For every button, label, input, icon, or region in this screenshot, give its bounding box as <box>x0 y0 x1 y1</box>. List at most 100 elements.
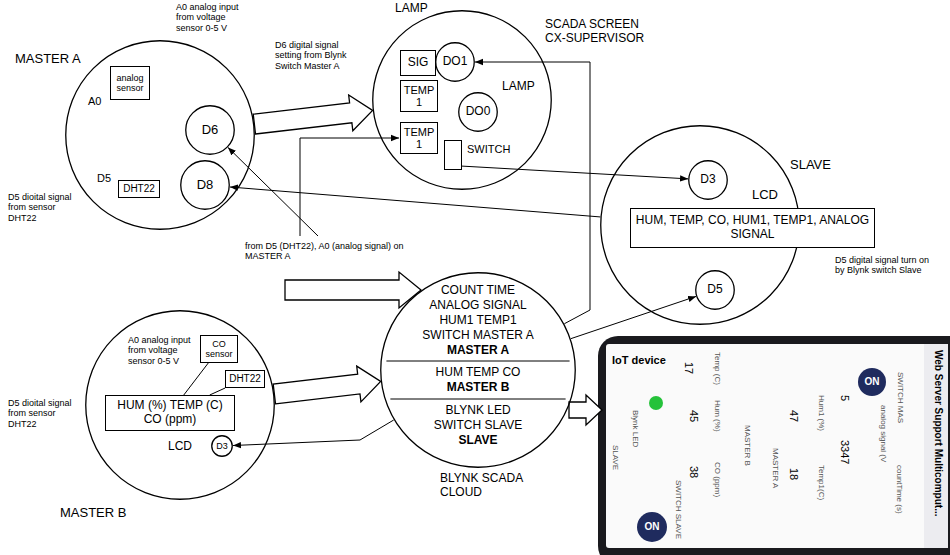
node-label: HUM1 TEMP1 <box>439 314 516 328</box>
screen-label: MASTER B <box>743 425 752 466</box>
screen-label: SLAVE <box>611 445 620 470</box>
phone-body <box>598 336 950 555</box>
signal-line <box>230 187 600 217</box>
signal-line <box>210 388 225 395</box>
annotation-text: IoT device <box>612 354 666 367</box>
node-label: SLAVE <box>790 158 831 173</box>
leader-lines <box>228 138 399 236</box>
annotation-text: A0 analog input from voltage sensor 0-5 … <box>176 2 248 33</box>
node-label: D3 <box>211 441 233 451</box>
signal-line <box>184 363 209 395</box>
annotation-text: D5 digital signal turn on by Blynk switc… <box>835 255 940 276</box>
text-group: TEMP 1 <box>403 126 435 151</box>
annotation-text: ON <box>865 376 880 388</box>
switch-button <box>637 512 667 542</box>
node-label: MASTER B <box>60 506 126 521</box>
node-label: LCD <box>752 188 778 203</box>
text-group: CO sensor <box>203 339 235 360</box>
node-label: D8 <box>180 178 230 193</box>
screen-label: countTime (s) <box>895 465 904 514</box>
text-group: DHT22 <box>228 373 262 385</box>
annotation-text: A0 analog input from voltage sensor 0-5 … <box>128 335 196 366</box>
screen-label: Temp1(C) <box>817 465 826 500</box>
circle-outline <box>181 161 230 210</box>
phone-illustration <box>598 336 950 555</box>
screen-label: Web Server Support Multicomput... <box>933 350 945 517</box>
device-circle: SCADA SCREEN CX-SUPERVISORSIGDO1TEMP 1DO… <box>372 10 552 190</box>
pin-circle: DO0 <box>458 92 498 132</box>
display-box: SIG <box>400 50 436 76</box>
text-group: HUM, TEMP, CO, HUM1, TEMP1, ANALOG SIGNA… <box>633 214 872 242</box>
node-label: TEMP 1 <box>403 84 435 109</box>
pin-circle: D3 <box>211 435 233 457</box>
circle-outline <box>212 436 233 457</box>
screen-label: Blynk LED <box>631 410 640 447</box>
block-arrow <box>569 395 602 425</box>
node-label: DO1 <box>435 55 475 69</box>
phone-screen <box>606 344 948 548</box>
text-group: D8 <box>180 178 230 193</box>
leader-line <box>228 148 318 237</box>
annotation-text: D5 dioital signal from sensor DHT22 <box>8 192 80 223</box>
node-label: SLAVE <box>458 434 497 448</box>
screen-label: 17 <box>682 362 695 374</box>
node-label: ANALOG SIGNAL <box>429 299 526 313</box>
switch-button <box>858 368 886 396</box>
screen-label: SWITCH MAS <box>896 372 905 423</box>
section-divider <box>386 361 569 362</box>
node-label: DHT22 <box>228 373 262 385</box>
sensor-box: DHT22 <box>118 180 160 198</box>
text-group: TEMP 1 <box>403 84 435 109</box>
switch-box: SWITCH <box>444 140 462 170</box>
node-label: D5 <box>695 283 735 297</box>
device-circle: SLAVED3HUM, TEMP, CO, HUM1, TEMP1, ANALO… <box>600 125 800 325</box>
node-label: HUM (%) TEMP (C) CO (ppm) <box>108 399 232 427</box>
circle-outline <box>436 43 475 82</box>
node-label: CO sensor <box>203 339 235 360</box>
section-divider <box>390 399 565 400</box>
text-group: DO1 <box>435 55 475 69</box>
node-label: HUM, TEMP, CO, HUM1, TEMP1, ANALOG SIGNA… <box>633 214 872 242</box>
screen-label: 38 <box>687 466 700 478</box>
pin-circle: D5 <box>695 270 735 310</box>
leader-line <box>300 138 399 236</box>
text-group: D3 <box>211 441 233 451</box>
block-arrow <box>273 366 380 404</box>
circle-outline <box>696 271 735 310</box>
node-label: DHT22 <box>121 183 157 195</box>
circle-outline <box>381 273 576 468</box>
node-label: TEMP 1 <box>403 126 435 151</box>
annotation-text: D5 <box>97 172 111 185</box>
device-circle: MASTER Aanalog sensorD6D8DHT22 <box>65 40 255 230</box>
node-label: BLYNK SCADA CLOUD <box>440 472 535 500</box>
node-label: D3 <box>688 173 728 187</box>
node-label: DO0 <box>458 105 498 119</box>
pin-circle: D6 <box>185 105 235 155</box>
node-label: HUM TEMP CO <box>436 366 521 380</box>
circle-shape <box>372 10 552 190</box>
screen-label: 3347 <box>838 440 851 464</box>
node-label: COUNT TIME <box>441 284 515 298</box>
node-label: D6 <box>185 123 235 138</box>
annotation-text: LCD <box>168 440 192 454</box>
circle-outline <box>186 106 235 155</box>
screen-label: Temp (C) <box>713 352 722 385</box>
text-group: D6 <box>185 123 235 138</box>
sensor-box: DHT22 <box>225 370 265 388</box>
lcd-box: HUM, TEMP, CO, HUM1, TEMP1, ANALOG SIGNA… <box>630 208 875 248</box>
text-group: analog sensor <box>113 73 147 94</box>
signal-line <box>462 166 688 179</box>
block-arrow <box>285 272 421 308</box>
node-label: MASTER B <box>447 381 510 395</box>
screen-label: SWITCH SLAVE <box>674 480 683 539</box>
annotation-text: A0 <box>88 95 101 108</box>
screen-label: 45 <box>687 410 700 422</box>
text-group: HUM (%) TEMP (C) CO (ppm) <box>108 399 232 427</box>
node-label: SIG <box>403 56 433 70</box>
node-label: SWITCH MASTER A <box>422 329 533 343</box>
pin-circle: DO1 <box>435 42 475 82</box>
text-group: D3 <box>688 173 728 187</box>
node-label: SWITCH SLAVE <box>434 419 522 433</box>
pin-circle: D3 <box>688 160 728 200</box>
text-group: D5 <box>695 283 735 297</box>
